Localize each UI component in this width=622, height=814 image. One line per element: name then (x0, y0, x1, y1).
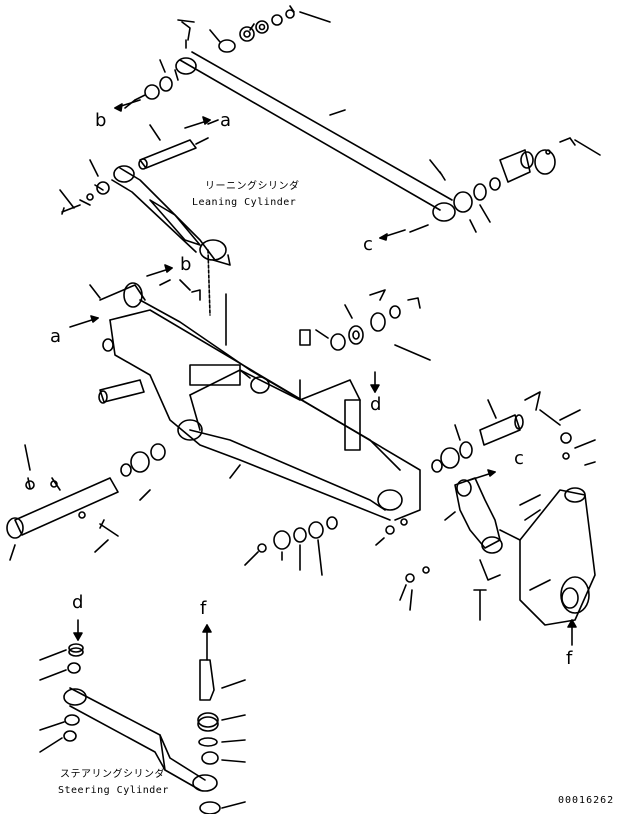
steering-cylinder (63, 687, 218, 792)
ref-letter-a-top: a (220, 110, 232, 131)
leaning-cylinder-caption-en: Leaning Cylinder (192, 197, 297, 208)
top-bushing-set (218, 9, 295, 53)
lower-right-fasteners (385, 518, 430, 583)
steering-cylinder-caption-en: Steering Cylinder (58, 785, 169, 796)
leader-top-right (299, 11, 331, 23)
upper-link-bar (175, 51, 456, 222)
drawing-code: 00016262 (558, 795, 615, 806)
steering-cylinder-left-seals (63, 643, 84, 742)
lower-bushings (257, 516, 338, 553)
ref-letter-c-mid: c (514, 448, 524, 469)
right-bushings-upper (429, 159, 501, 213)
right-upper-pin (499, 137, 601, 183)
knuckle-housing (499, 487, 596, 626)
center-bushings (330, 289, 421, 351)
upper-pin (138, 137, 209, 170)
ref-letter-f-lower: f (200, 598, 207, 619)
left-fasteners (25, 480, 119, 537)
left-washer-bolt (61, 181, 110, 215)
ref-letter-f-right: f (566, 648, 573, 669)
ref-letter-b-mid: b (180, 254, 192, 275)
top-grease-fitting (177, 19, 195, 49)
right-frame-pin (431, 391, 541, 473)
steering-cylinder-right-parts (197, 659, 221, 814)
leaning-cylinder-caption-jp: リーニングシリンダ (205, 181, 300, 192)
knuckle-kingpin-bolts (473, 432, 572, 621)
ref-letter-c-upper: c (363, 234, 373, 255)
ref-letter-d-center: d (370, 394, 382, 415)
frame-left-stub-pin (98, 379, 145, 404)
arrows (69, 99, 577, 661)
ref-letter-d-lower: d (72, 592, 84, 613)
left-main-pin (6, 443, 166, 539)
left-bushings-upper (134, 76, 173, 101)
steering-knuckle-arm (444, 477, 503, 581)
steering-cylinder-caption-jp: ステアリングシリンダ (60, 769, 165, 780)
ref-letter-b-top: b (95, 110, 107, 131)
axle-frame (99, 282, 421, 521)
ref-letter-a-left: a (50, 326, 62, 347)
leaning-cylinder (111, 165, 231, 266)
